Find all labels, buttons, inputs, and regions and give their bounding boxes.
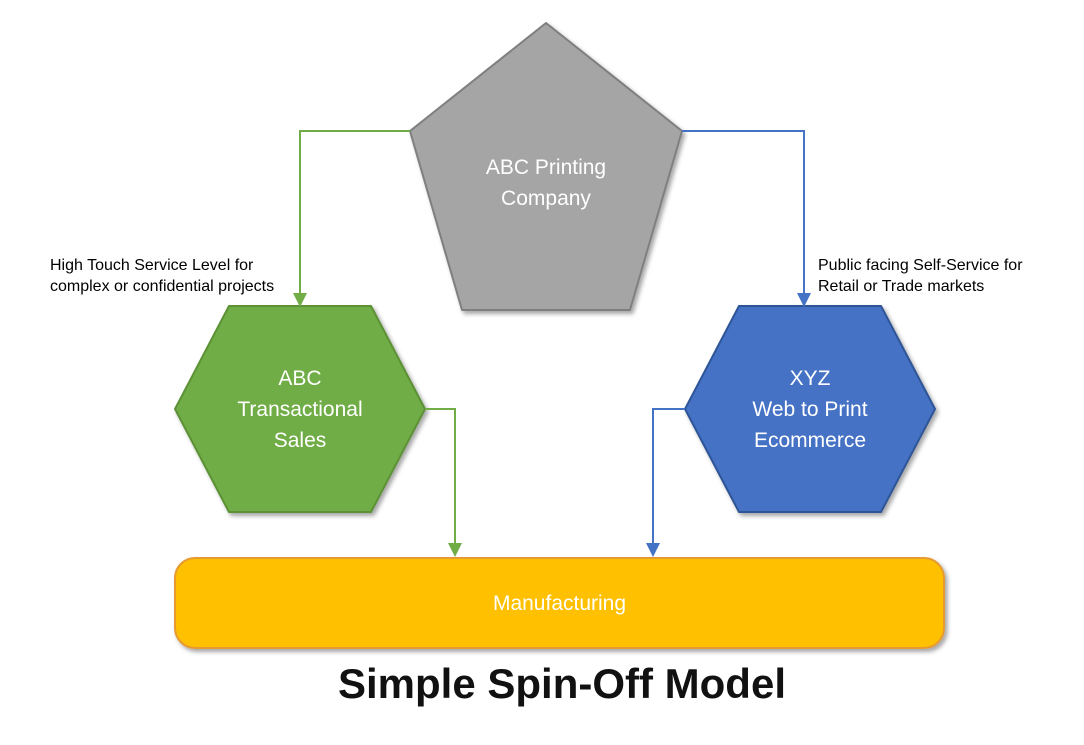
connector-webtoprint-to-manufacturing	[652, 408, 685, 544]
hexagon-transactional-sales	[174, 305, 426, 513]
right-annotation-line2: Retail or Trade markets	[818, 278, 985, 295]
right-annotation: Public facing Self-Service for Retail or…	[818, 255, 1023, 297]
diagram-title: Simple Spin-Off Model	[338, 660, 786, 707]
pentagon-parent-company	[409, 22, 683, 311]
arrowhead-parent-to-webtoprint	[797, 293, 811, 307]
right-annotation-line1: Public facing Self-Service for	[818, 257, 1023, 274]
connector-sales-to-manufacturing	[425, 408, 456, 544]
connector-parent-to-sales	[299, 130, 410, 294]
left-annotation-line2: complex or confidential projects	[50, 278, 275, 295]
hexagon-web-to-print	[684, 305, 936, 513]
arrowhead-parent-to-sales	[293, 293, 307, 307]
left-annotation: High Touch Service Level for complex or …	[50, 255, 274, 297]
connector-parent-to-webtoprint	[682, 130, 805, 294]
arrowhead-sales-to-manufacturing	[448, 543, 462, 557]
left-annotation-line1: High Touch Service Level for	[50, 257, 254, 274]
arrowhead-webtoprint-to-manufacturing	[646, 543, 660, 557]
bar-manufacturing	[174, 557, 945, 649]
